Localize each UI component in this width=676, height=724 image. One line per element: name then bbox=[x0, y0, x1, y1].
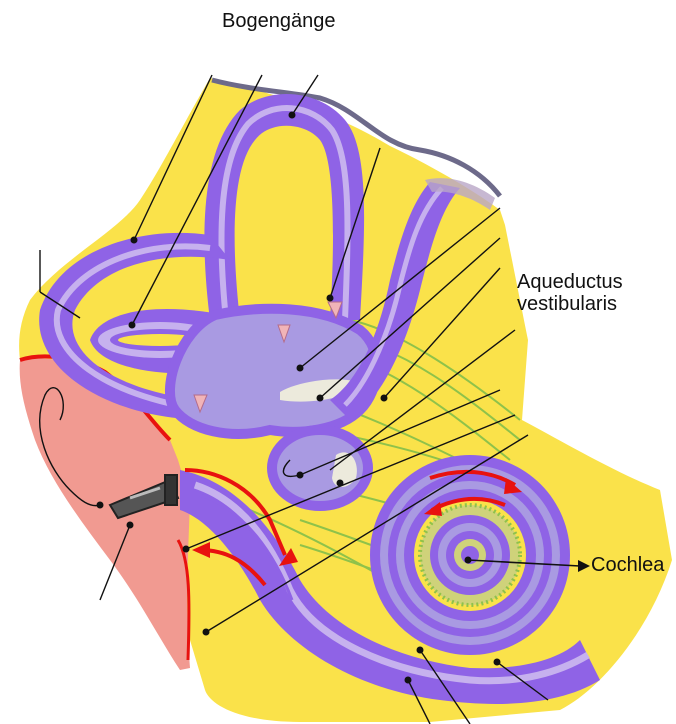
label-cochlea: Cochlea bbox=[591, 554, 664, 576]
label-aqueductus-line2: vestibularis bbox=[517, 293, 623, 315]
label-aqueductus-vestibularis: Aqueductus vestibularis bbox=[517, 271, 623, 315]
label-bogengaenge: Bogengänge bbox=[222, 10, 335, 32]
cochlea-spiral bbox=[370, 455, 570, 655]
label-aqueductus-line1: Aqueductus bbox=[517, 271, 623, 293]
